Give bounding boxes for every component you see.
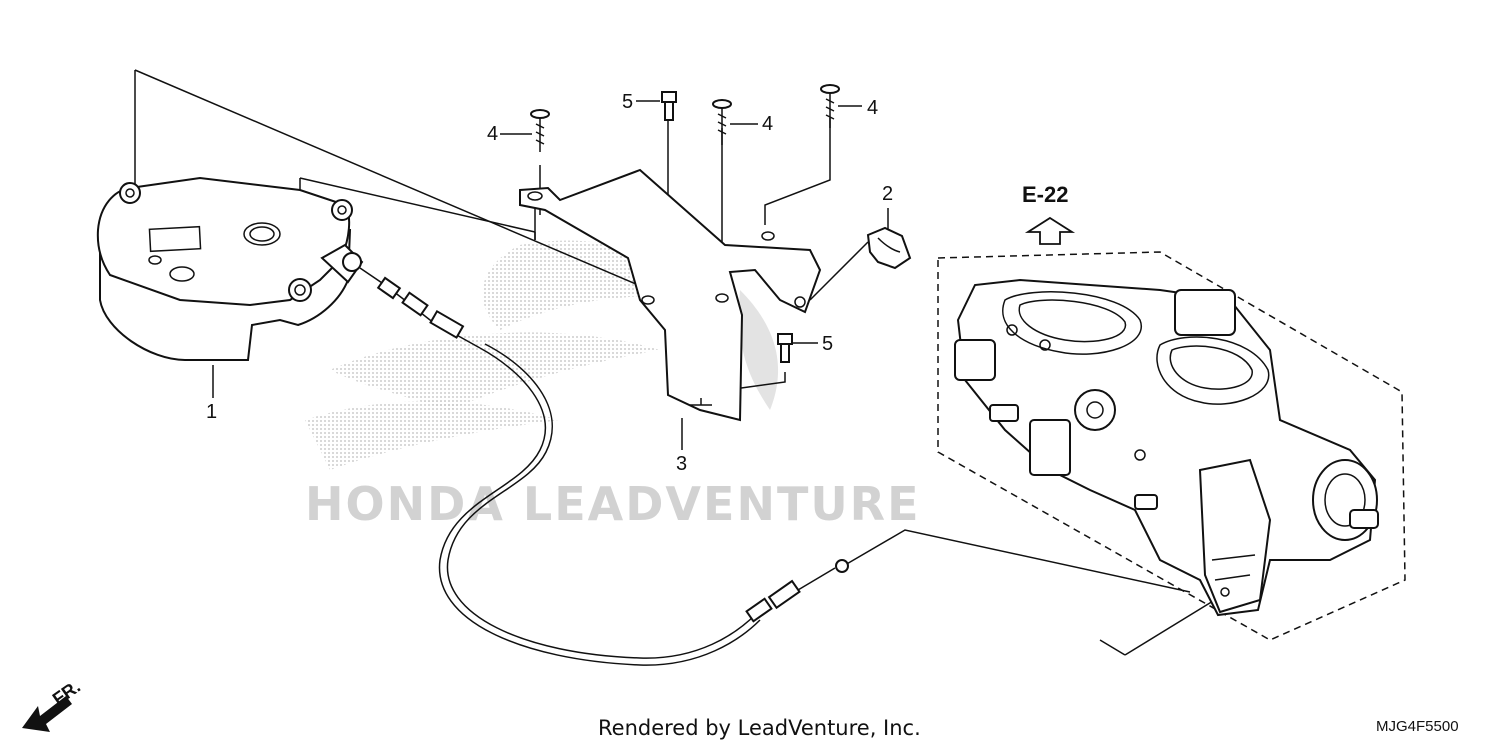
flange-bolts — [661, 91, 793, 363]
section-reference: E-22 — [1022, 182, 1068, 207]
servo-motor-unit — [96, 176, 364, 361]
callout-label: 5 — [822, 333, 833, 355]
throttle-cable — [359, 267, 849, 666]
callout-label: 4 — [867, 97, 878, 119]
cable-clamp — [866, 226, 912, 270]
callout-label: 4 — [487, 123, 498, 145]
callout-label: 3 — [676, 453, 687, 475]
tapping-screw — [820, 84, 840, 128]
callout-labels: 1 2 3 4 4 4 5 5 — [206, 91, 893, 475]
callout-label: 4 — [762, 113, 773, 135]
flange-bolt — [661, 91, 677, 121]
tapping-screw — [712, 99, 732, 145]
front-direction-marker: FR. — [22, 676, 84, 732]
watermark-text: HONDA LEADVENTURE — [305, 477, 921, 531]
footer-credit: Rendered by LeadVenture, Inc. — [598, 716, 921, 740]
diagram-code: MJG4F5500 — [1376, 718, 1459, 735]
tapping-screw — [530, 109, 550, 152]
tapping-screws — [530, 84, 840, 152]
callout-label: 2 — [882, 183, 893, 205]
flange-bolt — [777, 333, 793, 363]
callout-label: 1 — [206, 401, 217, 423]
reference-arrow — [1024, 216, 1076, 245]
throttle-body-assembly — [937, 251, 1406, 641]
mounting-bracket — [519, 168, 822, 422]
front-marker-label: FR. — [49, 676, 84, 709]
watermark: HONDA LEADVENTURE — [305, 240, 921, 531]
callout-label: 5 — [622, 91, 633, 113]
